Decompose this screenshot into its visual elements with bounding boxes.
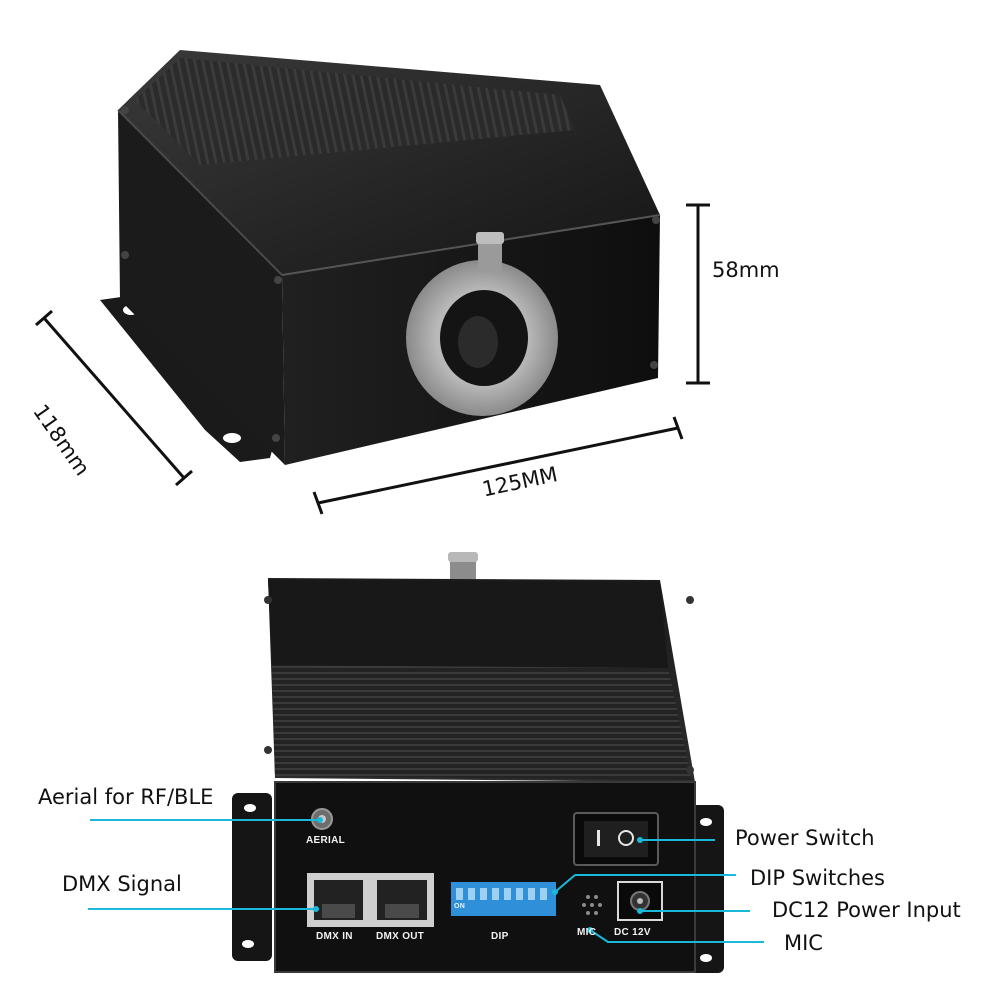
dc-panel-label: DC 12V: [614, 927, 651, 938]
height-dimension-label: 58mm: [712, 258, 780, 282]
dip-switch-block: [451, 882, 556, 916]
mic-holes: [582, 895, 602, 915]
callout-dip-switches: DIP Switches: [750, 866, 885, 890]
dmx-in-panel-label: DMX IN: [316, 931, 353, 942]
product-top-view: [35, 50, 710, 515]
dip-on-label: ON: [454, 903, 466, 910]
callout-dc-input: DC12 Power Input: [772, 898, 961, 922]
rear-mounting-bracket: [232, 793, 724, 973]
aerial-panel-label: AERIAL: [306, 835, 346, 846]
width-dimension-line: [312, 416, 684, 515]
callout-aerial: Aerial for RF/BLE: [38, 785, 214, 809]
dc-jack: [617, 881, 663, 921]
callout-dmx-signal: DMX Signal: [62, 872, 182, 896]
height-dimension-line: [686, 203, 710, 385]
dmx-out-panel-label: DMX OUT: [376, 931, 425, 942]
callout-mic: MIC: [784, 931, 823, 955]
dip-panel-label: DIP: [491, 931, 509, 942]
fiber-port-ring: [406, 232, 558, 416]
dmx-in-port: [307, 873, 370, 927]
housing-top-ridges: [135, 58, 575, 165]
callout-lines: [88, 819, 764, 943]
callout-power-switch: Power Switch: [735, 826, 875, 850]
mic-panel-label: MIC: [577, 927, 597, 938]
depth-dimension-line: [35, 309, 193, 487]
dmx-out-port: [370, 873, 434, 927]
housing-left-side: [118, 110, 285, 465]
